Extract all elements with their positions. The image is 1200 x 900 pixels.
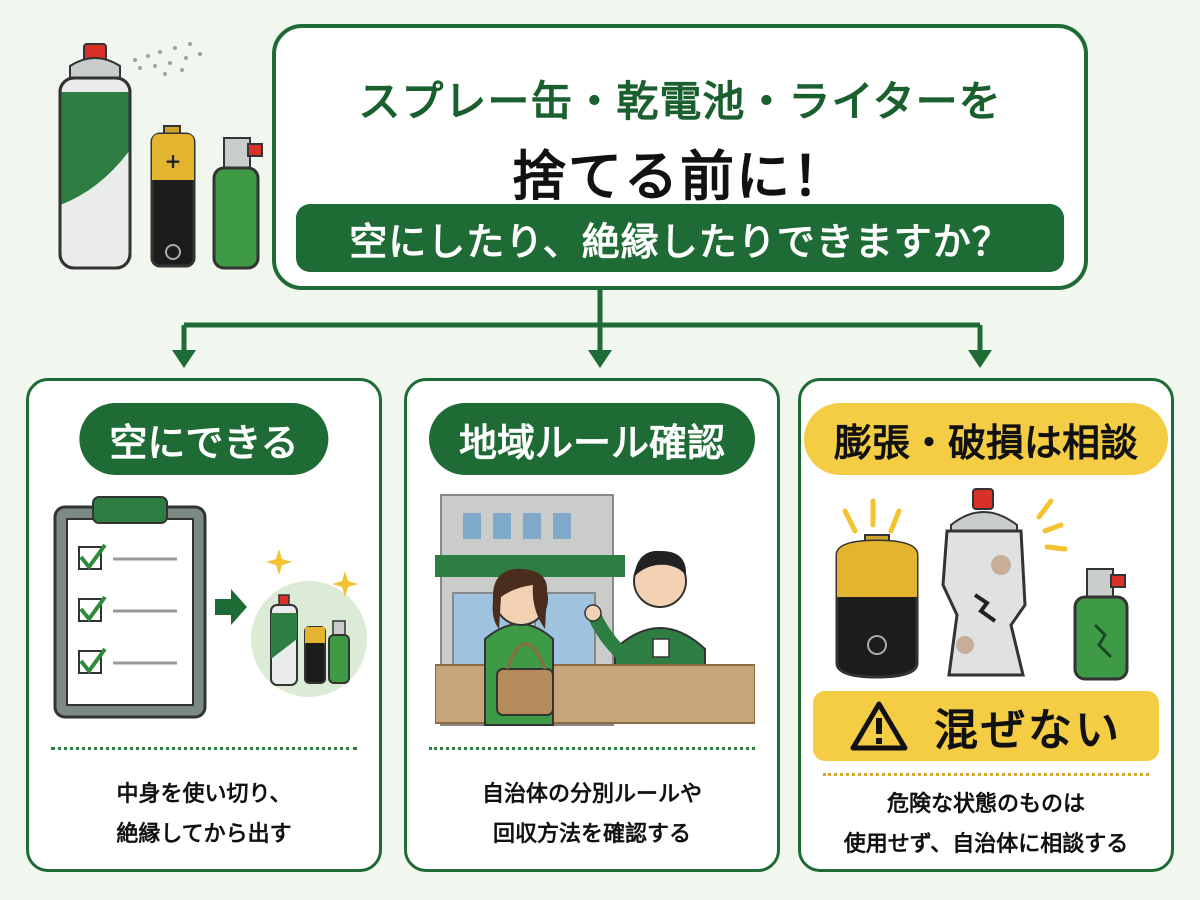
title-line-1: スプレー缶・乾電池・ライターを — [358, 77, 1002, 126]
arrow-down-icon — [968, 350, 992, 368]
warning-text: 混ぜない — [934, 705, 1122, 756]
card-local-rules: 地域ルール確認 自治体の分別ルールや 回収方法を確認 — [404, 378, 780, 872]
description-line-2: 絶縁してから出す — [116, 822, 292, 847]
swollen-battery-icon — [835, 534, 919, 679]
battery-icon: + — [150, 125, 196, 268]
card-damaged-consult: 膨張・破損は相談 混ぜ — [798, 378, 1174, 872]
svg-text:+: + — [165, 149, 182, 173]
lighter-icon — [328, 620, 350, 684]
card-description: 自治体の分別ルールや 回収方法を確認する — [417, 775, 767, 855]
card-illustration — [835, 488, 1129, 681]
alert-lines-icon — [842, 498, 1068, 552]
spray-mist-icon — [133, 42, 202, 76]
counter — [435, 664, 755, 724]
description-line-1: 危険な状態のものは — [886, 792, 1085, 817]
sparkle-icon — [266, 549, 358, 597]
card-illustration — [53, 496, 367, 719]
arrow-down-icon — [172, 350, 196, 368]
card-divider — [51, 747, 357, 750]
card-empty: 空にできる — [26, 378, 382, 872]
question-bar: 空にしたり、絶縁したりできますか？ — [296, 204, 1064, 272]
card-description: 中身を使い切り、 絶縁してから出す — [39, 775, 369, 855]
description-line-2: 回収方法を確認する — [492, 822, 691, 847]
lighter-icon — [212, 137, 263, 270]
spray-can-icon — [58, 43, 132, 270]
spray-can-icon — [270, 594, 298, 686]
description-line-2: 使用せず、自治体に相談する — [843, 832, 1129, 857]
header-box: スプレー缶・乾電池・ライターを 捨てる前に！ 空にしたり、絶縁したりできますか？ — [272, 24, 1088, 290]
card-title: 地域ルール確認 — [428, 403, 756, 475]
card-description: 危険な状態のものは 使用せず、自治体に相談する — [811, 785, 1161, 865]
cracked-lighter-icon — [1073, 568, 1129, 681]
card-title: 空にできる — [79, 403, 329, 475]
card-divider — [823, 773, 1149, 776]
warning-bar: 混ぜない — [813, 691, 1159, 761]
card-title: 膨張・破損は相談 — [803, 403, 1169, 475]
resident-person-icon — [484, 568, 554, 726]
header-illustration: + — [58, 42, 263, 270]
arrow-right-icon — [215, 589, 247, 625]
card-divider — [429, 747, 755, 750]
connector-arrows — [172, 290, 992, 368]
warning-triangle-icon — [850, 701, 908, 751]
title-line-2: 捨てる前に！ — [512, 145, 848, 208]
checklist-icon — [53, 496, 207, 719]
damaged-spray-can-icon — [941, 488, 1027, 677]
card-illustration — [435, 494, 755, 726]
description-line-1: 中身を使い切り、 — [116, 782, 292, 807]
battery-icon — [304, 626, 326, 684]
description-line-1: 自治体の分別ルールや — [481, 782, 702, 807]
arrow-down-icon — [588, 350, 612, 368]
